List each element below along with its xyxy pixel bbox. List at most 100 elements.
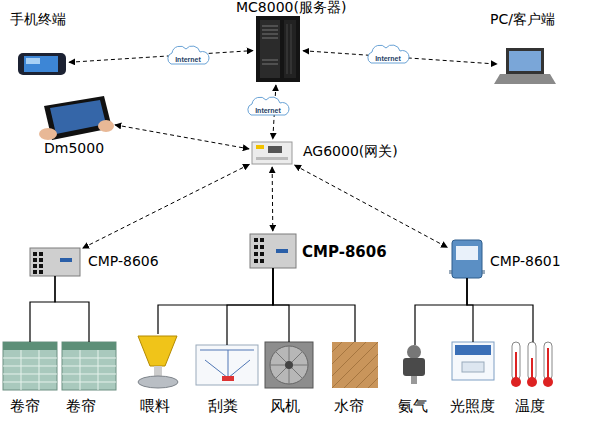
thermometer-tube (544, 342, 552, 380)
laptop-base (494, 74, 556, 84)
network-link (69, 51, 253, 63)
phone-icon (18, 53, 66, 75)
device-node: CMP-8601 (450, 238, 484, 278)
scraper-blade (222, 376, 234, 381)
sensor-label (455, 345, 491, 355)
network-link (295, 165, 448, 247)
scraper-icon (196, 345, 258, 385)
thermometer-mercury (515, 352, 517, 380)
module-label (456, 246, 478, 260)
feeder-icon (138, 336, 178, 388)
blind-roller (62, 342, 116, 350)
device-node: PC/客户端 (500, 48, 550, 84)
server-vents (262, 26, 278, 64)
device-label: CMP-8601 (490, 254, 561, 269)
cloud-shape (368, 45, 409, 63)
sensor-box (452, 342, 494, 380)
thermometer-bulb (543, 377, 553, 387)
phone-glare (26, 58, 40, 64)
device-label: PC/客户端 (490, 12, 555, 27)
network-link (83, 164, 250, 248)
sensor-probe (411, 376, 417, 384)
thermometer-tube (528, 342, 536, 380)
device-node: 卷帘 (3, 342, 57, 390)
wire-line (158, 268, 273, 334)
thermometer-bulb (527, 377, 537, 387)
cloud-label: Internet (375, 55, 401, 62)
gateway-icon (252, 142, 292, 164)
device-label: 手机终端 (10, 12, 66, 27)
device-label: 光照度 (450, 398, 495, 415)
blind-panel (62, 342, 116, 390)
hand (39, 128, 57, 140)
sensor-module-icon (449, 240, 485, 278)
device-label: 喂料 (140, 398, 170, 415)
thermometer-bulb (511, 377, 521, 387)
laptop-screen (509, 51, 541, 71)
internet-cloud (248, 97, 289, 115)
server-panel (260, 20, 280, 78)
laptop-lid (506, 48, 544, 74)
device-node: AG6000(网关) (252, 142, 292, 164)
ammonia-sensor-icon (403, 345, 425, 384)
scraper-lines (200, 350, 254, 378)
network-link (272, 167, 274, 231)
wire-line (30, 276, 55, 342)
wire-line (415, 278, 467, 345)
gateway-body (252, 142, 292, 164)
device-node: Dm5000 (42, 96, 112, 140)
thermometer-mercury (547, 348, 549, 380)
device-node: 卷帘 (62, 342, 116, 390)
controller-logo (276, 249, 288, 253)
sensor-window (462, 362, 484, 372)
gateway-tag (256, 145, 264, 149)
device-node: 光照度 (452, 342, 494, 380)
device-node: 喂料 (136, 334, 180, 390)
device-label: CMP-8606 (88, 254, 159, 269)
server-body (256, 16, 300, 82)
device-label: 卷帘 (66, 398, 96, 415)
roller-blind-icon (3, 342, 57, 390)
blind-stripes (62, 350, 116, 390)
hand (98, 120, 114, 132)
device-label: 水帘 (334, 398, 364, 415)
cloud-label: Internet (175, 56, 201, 63)
controller-icon (30, 248, 80, 276)
controller-logo (60, 258, 72, 262)
light-sensor-icon (452, 342, 494, 380)
device-node: 风机 (265, 342, 313, 388)
phone-body (18, 53, 66, 75)
network-link (115, 125, 249, 149)
device-node: CMP-8606 (250, 234, 296, 268)
module-body (452, 240, 482, 278)
blind-roller (3, 342, 57, 350)
thermometer-tube (512, 342, 520, 380)
fan-hub (285, 361, 293, 369)
fan-grille (270, 346, 308, 384)
feeder-pan (138, 376, 178, 388)
device-label: CMP-8606 (302, 244, 387, 261)
sensor-head (407, 345, 421, 359)
server-side (284, 20, 296, 78)
tablet-icon (39, 96, 114, 140)
wire-line (467, 278, 473, 342)
wire-line (273, 268, 355, 342)
scraper-frame (196, 345, 258, 385)
thermometer-icon (511, 342, 553, 387)
cloud-shape (248, 97, 289, 115)
roller-blind-icon (62, 342, 116, 390)
pad-texture (332, 342, 378, 388)
device-label: 氨气 (398, 398, 428, 415)
laptop-icon (494, 48, 556, 84)
controller-body (250, 234, 296, 268)
blind-panel (3, 342, 57, 390)
server-icon (256, 16, 300, 82)
cloud-shape (168, 46, 209, 64)
device-label: 刮粪 (208, 398, 238, 415)
device-label: 卷帘 (10, 398, 40, 415)
device-label: AG6000(网关) (303, 144, 398, 159)
device-label: 风机 (270, 398, 300, 415)
